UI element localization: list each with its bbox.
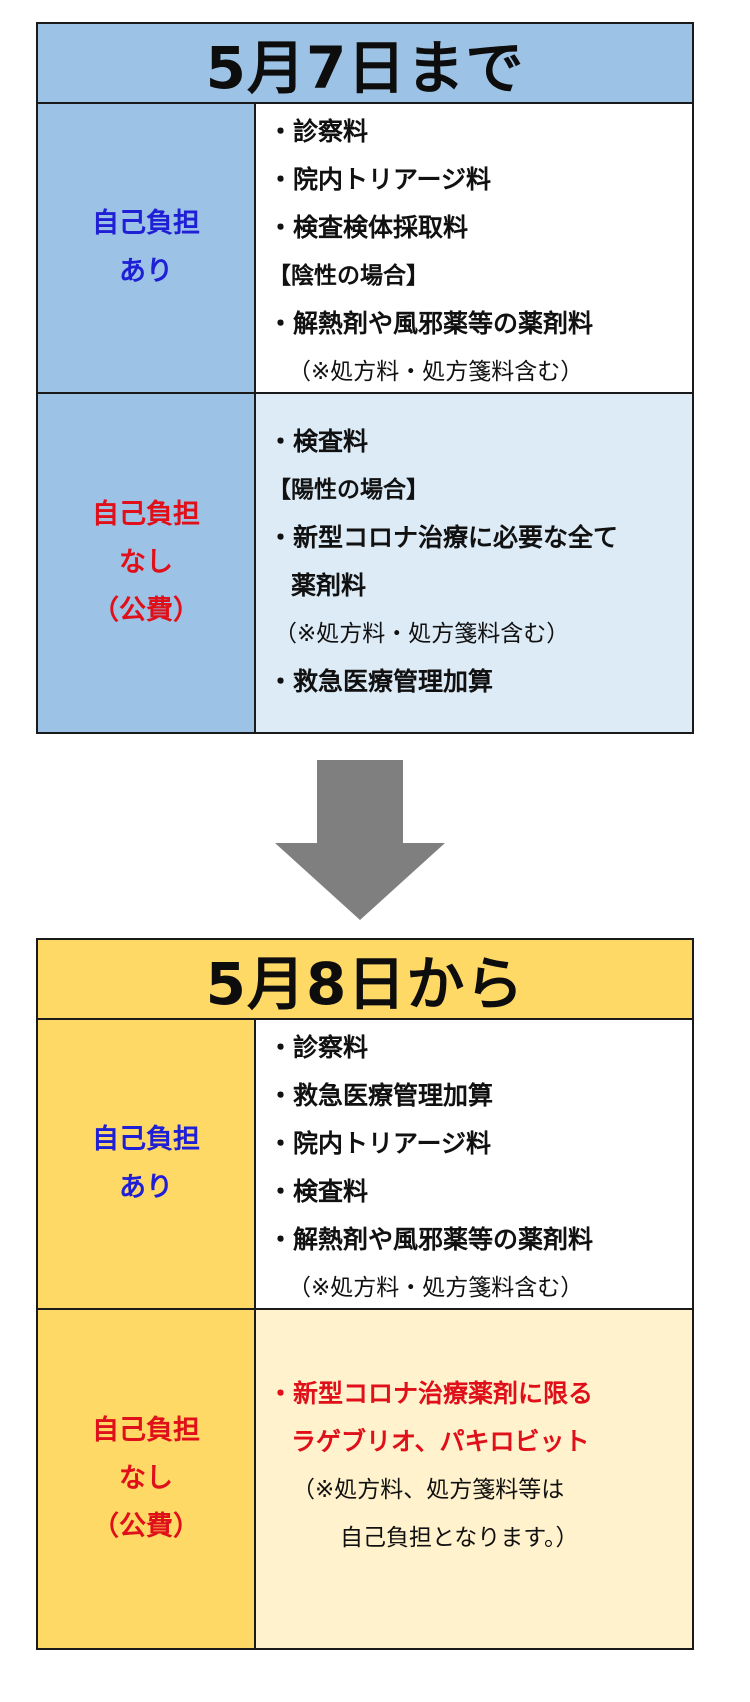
list-item: ・救急医療管理加算: [268, 1081, 494, 1110]
subheading: 【陰性の場合】: [268, 263, 429, 289]
list-item: ・検査料: [268, 1177, 369, 1206]
label-line: なし: [119, 1463, 173, 1494]
after-table: 5月8日から 自己負担 あり ・診察料 ・救急医療管理加算 ・院内トリアージ料 …: [36, 938, 694, 1650]
down-arrow-icon: [275, 760, 445, 920]
label-line: （公費）: [92, 1511, 200, 1542]
list-item: ・新型コロナ治療に必要な全て: [268, 523, 619, 552]
before-without-burden-label: 自己負担 なし （公費）: [38, 394, 256, 732]
list-item-continuation: ラゲブリオ、パキロビット: [291, 1427, 590, 1456]
list-item: ・救急医療管理加算: [268, 667, 494, 696]
list-item-continuation: 薬剤料: [291, 571, 367, 600]
note: （※処方料、処方箋料等は: [292, 1477, 565, 1503]
after-without-burden-content: ・新型コロナ治療薬剤に限る ラゲブリオ、パキロビット （※処方料、処方箋料等は …: [256, 1310, 692, 1648]
after-with-burden-label: 自己負担 あり: [38, 1020, 256, 1310]
list-item: ・診察料: [268, 1033, 369, 1062]
list-item: ・院内トリアージ料: [268, 165, 492, 194]
label-line: あり: [119, 256, 173, 287]
subheading: 【陽性の場合】: [268, 477, 429, 503]
list-item: ・検査料: [268, 427, 369, 456]
label-line: なし: [119, 547, 173, 578]
before-with-burden-content: ・診察料 ・院内トリアージ料 ・検査検体採取料 【陰性の場合】 ・解熱剤や風邪薬…: [256, 104, 692, 394]
list-item: ・検査検体採取料: [268, 213, 469, 242]
before-table: 5月7日まで 自己負担 あり ・診察料 ・院内トリアージ料 ・検査検体採取料 【…: [36, 22, 694, 734]
list-item: ・診察料: [268, 117, 369, 146]
before-without-burden-content: ・検査料 【陽性の場合】 ・新型コロナ治療に必要な全て 薬剤料 （※処方料・処方…: [256, 394, 692, 732]
label-line: あり: [119, 1172, 173, 1203]
after-with-burden-content: ・診察料 ・救急医療管理加算 ・院内トリアージ料 ・検査料 ・解熱剤や風邪薬等の…: [256, 1020, 692, 1310]
before-with-burden-label: 自己負担 あり: [38, 104, 256, 394]
before-title: 5月7日まで: [38, 24, 692, 104]
note: （※処方料・処方箋料含む）: [288, 359, 584, 385]
after-without-burden-label: 自己負担 なし （公費）: [38, 1310, 256, 1648]
label-line: 自己負担: [92, 499, 200, 530]
note: 自己負担となります。）: [340, 1525, 579, 1551]
after-title: 5月8日から: [38, 940, 692, 1020]
label-line: 自己負担: [92, 208, 200, 239]
list-item: ・新型コロナ治療薬剤に限る: [268, 1379, 594, 1408]
list-item: ・院内トリアージ料: [268, 1129, 492, 1158]
list-item: ・解熱剤や風邪薬等の薬剤料: [268, 309, 594, 338]
label-line: 自己負担: [92, 1415, 200, 1446]
label-line: （公費）: [92, 595, 200, 626]
label-line: 自己負担: [92, 1124, 200, 1155]
note: （※処方料・処方箋料含む）: [288, 1275, 584, 1301]
list-item: ・解熱剤や風邪薬等の薬剤料: [268, 1225, 594, 1254]
note: （※処方料・処方箋料含む）: [274, 621, 570, 647]
